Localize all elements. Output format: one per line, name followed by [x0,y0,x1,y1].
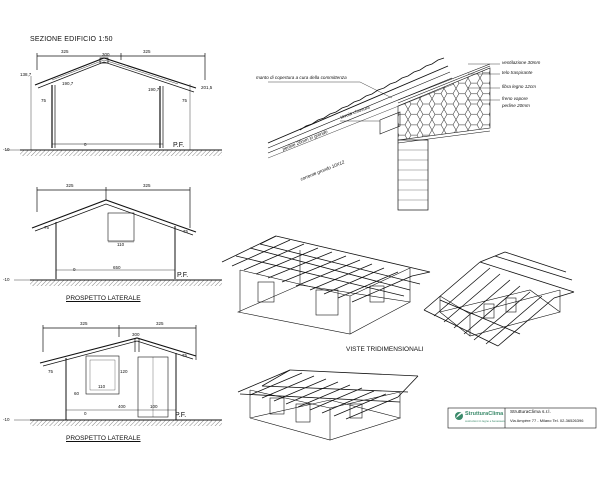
roof-note-covering: manto di copertura a cura della committe… [256,75,347,80]
company-name: StrutturaClima s.r.l. [510,410,551,415]
3d-view-a [221,235,431,335]
3d-view-c [237,369,419,441]
title-block [447,407,597,429]
logo-tagline: costruzioni in legno e benessere [465,419,506,423]
roof-note-ventilation: ventilazione 30mm [502,60,541,65]
section-right-dim-2: 75 [182,98,188,103]
section-left-dim: 138,7 [20,72,32,77]
elevation-2-drawing [14,325,222,426]
elevation-1-drawing [14,187,222,286]
section-floor-mark: 0 [84,142,87,147]
elev2-window-height: 120 [120,369,128,374]
elev1-side-dim-right: 75 [183,229,189,234]
section-level-mark: -10 [3,147,10,152]
elev1-dim-top-left: 325 [66,183,74,188]
3d-view-b [423,251,575,347]
roof-note-vapour: freno vapore [502,96,528,101]
company-address: Via Ampère 77 - Milano Tel. 02-36526396 [510,418,584,423]
roof-note-membrane: telo traspirante [502,70,533,75]
elev2-window-dim: 110 [98,384,106,389]
elev1-side-dim-left: 75 [44,225,50,230]
elev2-width-dim: 400 [118,404,126,409]
elev2-floor-mark: 0 [84,411,87,416]
elev1-caption: PROSPETTO LATERALE [66,295,141,302]
section-drawing [6,53,222,156]
elev2-ridge-dim: 300 [132,332,140,337]
section-left-dim-2: 75 [41,98,47,103]
roof-note-fibre: fibra legno 12cm [502,84,536,89]
elev1-window-dim: 110 [117,242,125,247]
section-inner-dim-left: 190,7 [62,81,74,86]
elev1-width-dim: 650 [113,265,121,270]
elev2-side-dim-right: 75 [182,353,188,358]
section-dim-top-right: 325 [143,49,151,54]
elev2-caption: PROSPETTO LATERALE [66,435,141,442]
3d-views-title: VISTE TRIDIMENSIONALI [346,346,424,353]
elev1-pf-label: P.F. [177,272,189,279]
elev1-floor-mark: 0 [73,267,76,272]
section-right-dim: 201,5 [201,85,213,90]
elev2-door-dim: 60 [74,391,80,396]
elev1-level-mark: -10 [3,277,10,282]
section-inner-dim-right: 190,7 [148,87,160,92]
section-title: SEZIONE EDIFICIO 1:50 [30,36,113,43]
elev2-dim-top-right: 325 [156,321,164,326]
logo-leaf-icon [455,412,463,420]
section-dim-top-left: 325 [61,49,69,54]
section-pf-label: P.F. [173,142,185,149]
elev2-side-dim-left: 75 [48,369,54,374]
elev2-dim-top-left: 325 [80,321,88,326]
elev2-pf-label: P.F. [175,412,187,419]
section-ridge-dim: 300 [102,52,110,57]
roof-note-boards: perline 20mm [502,103,530,108]
logo-wordmark: StrutturaClima [465,411,504,417]
elev2-level-mark: -10 [3,417,10,422]
roof-detail-drawing [267,57,500,211]
elev1-dim-top-right: 325 [143,183,151,188]
elev2-door-width: 100 [150,404,158,409]
